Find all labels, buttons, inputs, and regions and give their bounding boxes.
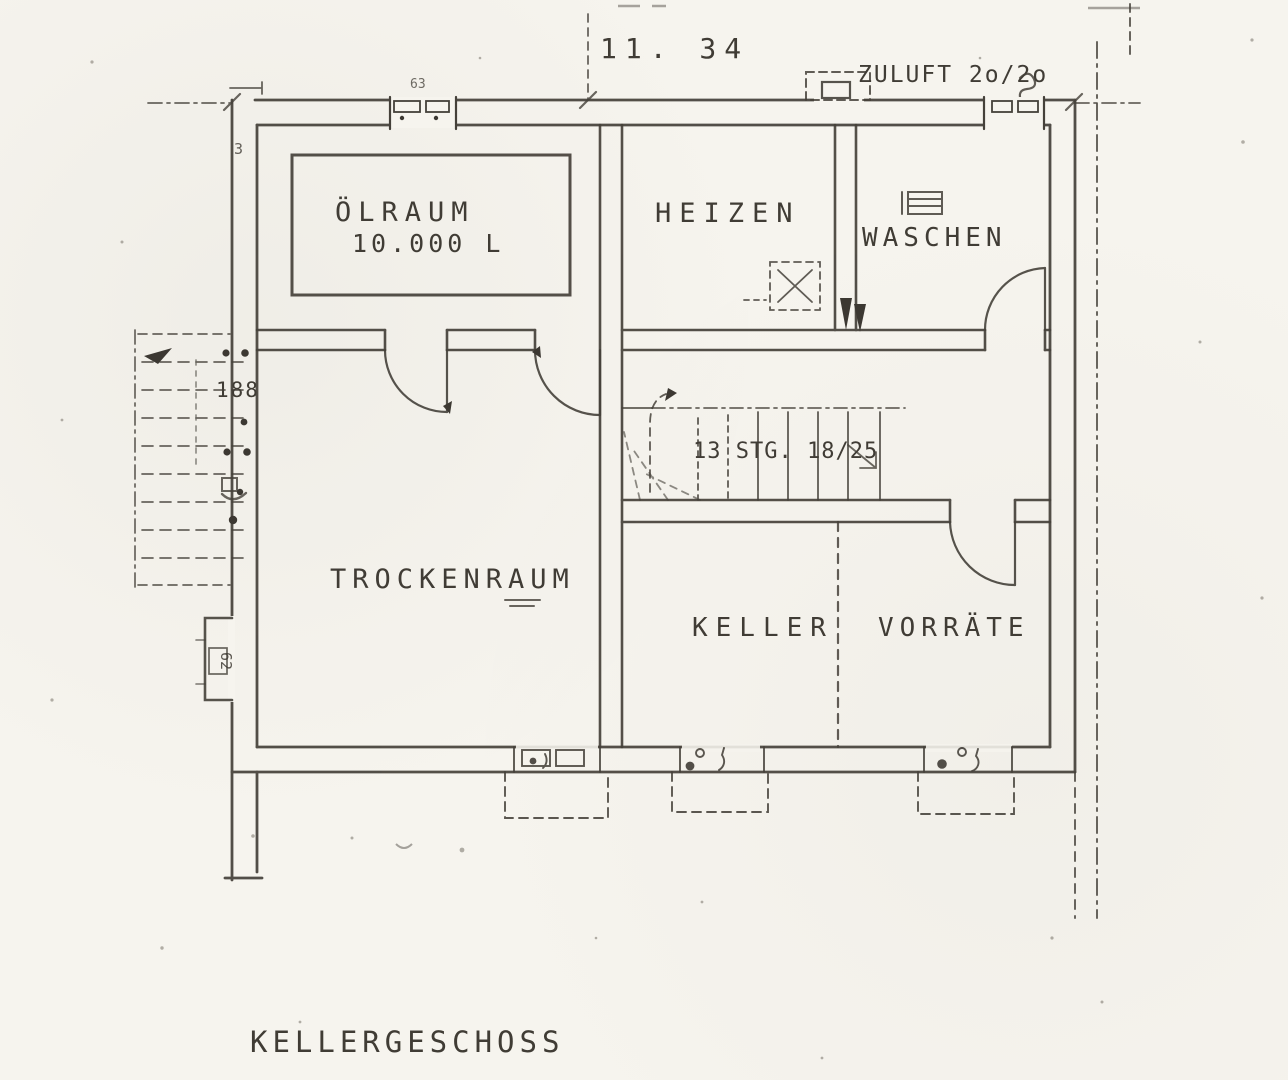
chimney-symbol bbox=[743, 261, 821, 311]
wall-thickness-mark: 3 bbox=[234, 140, 243, 158]
niche-dimension: 62 bbox=[217, 652, 235, 670]
room-label-vorraete: VORRÄTE bbox=[878, 611, 1030, 643]
stair-walk-line bbox=[649, 393, 667, 493]
top-window-dimension: 63 bbox=[410, 77, 426, 92]
lettering: 11. 34 ZULUFT 2o/2o ÖLRAUM 10.000 L HEIZ… bbox=[216, 32, 1048, 1059]
zuluft-label: ZULUFT 2o/2o bbox=[858, 62, 1048, 88]
interior-walls bbox=[255, 123, 1052, 749]
plan-title: KELLERGESCHOSS bbox=[250, 1025, 564, 1059]
room-label-trockenraum: TROCKENRAUM bbox=[330, 564, 575, 595]
door-swings bbox=[383, 266, 1047, 587]
exterior-stair-dimension: 188 bbox=[216, 378, 260, 402]
section-lines bbox=[1074, 3, 1131, 919]
trockenraum-underline-mark bbox=[504, 599, 541, 607]
top-window-1 bbox=[388, 95, 458, 131]
room-label-waschen: WASCHEN bbox=[862, 223, 1007, 253]
exterior-walls bbox=[223, 98, 1077, 882]
overall-dimension-label: 11. 34 bbox=[600, 32, 749, 65]
oelraum-capacity-label: 10.000 L bbox=[352, 229, 504, 258]
room-label-oelraum: ÖLRAUM bbox=[335, 196, 475, 228]
top-window-2 bbox=[982, 95, 1046, 131]
stair-count-label: 13 STG. 18/25 bbox=[693, 439, 878, 464]
scan-speckles bbox=[50, 4, 1264, 1060]
vent-size-squiggle bbox=[1018, 72, 1037, 103]
room-label-keller: KELLER bbox=[692, 613, 834, 643]
walk-line-arrow bbox=[665, 388, 677, 401]
light-well-3 bbox=[917, 744, 1015, 815]
drain-symbol bbox=[901, 191, 943, 215]
supply-air-vent bbox=[805, 71, 1037, 103]
stair-treads bbox=[757, 411, 849, 501]
staircase bbox=[621, 388, 906, 501]
light-well-2 bbox=[671, 744, 769, 813]
door-threshold-wedges bbox=[443, 298, 866, 414]
oil-tank-outline bbox=[290, 153, 572, 297]
exterior-stair bbox=[134, 329, 251, 593]
light-well-1 bbox=[504, 744, 609, 819]
dimension-lines bbox=[147, 13, 1141, 112]
walk-line-end-mark bbox=[847, 444, 877, 469]
stair-rail-posts bbox=[144, 348, 251, 525]
left-wall-niche bbox=[195, 616, 235, 702]
room-label-heizen: HEIZEN bbox=[655, 198, 801, 229]
